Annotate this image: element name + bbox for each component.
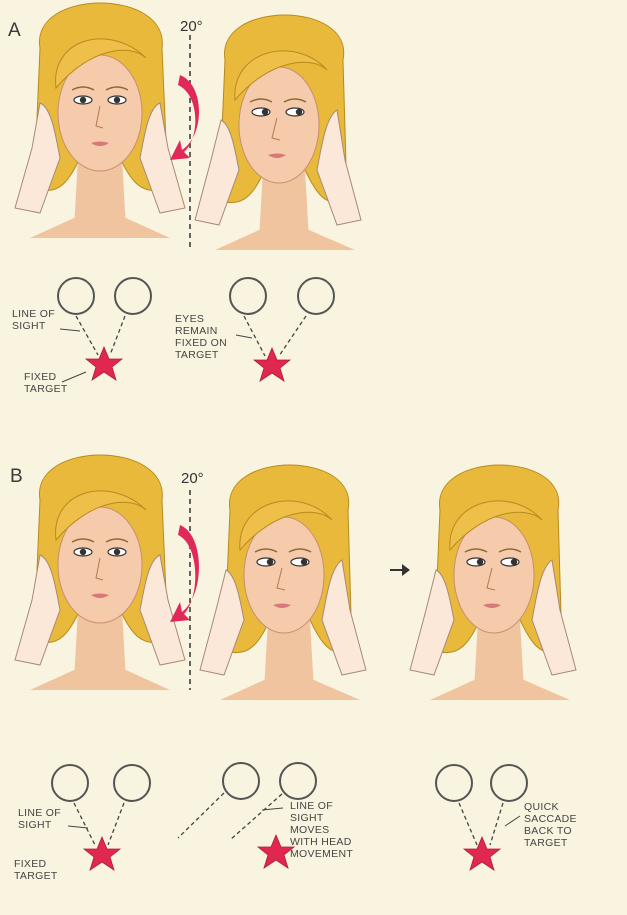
panel-a-letter: A xyxy=(8,20,21,42)
panel-a-eye-diagram-right xyxy=(230,278,334,381)
panel-b-transition-arrow xyxy=(390,564,410,576)
panel-b-eye-diagram-left xyxy=(52,765,150,870)
panel-a-face-front xyxy=(15,3,185,238)
panel-b-face-turned xyxy=(200,465,366,700)
panel-b-angle-label: 20° xyxy=(181,470,204,487)
panel-b-line-moves-label: LINE OF SIGHT MOVES WITH HEAD MOVEMENT xyxy=(290,800,353,860)
panel-b-letter: B xyxy=(10,466,23,488)
panel-a-face-turned xyxy=(195,15,361,250)
panel-a-eye-diagram-left xyxy=(58,278,151,382)
panel-b-face-saccade xyxy=(410,465,576,700)
panel-b-line-of-sight-label: LINE OF SIGHT xyxy=(18,807,61,831)
panel-b-eye-diagram-right xyxy=(436,765,527,870)
panel-b-face-front xyxy=(15,455,185,690)
panel-a-eyes-remain-label: EYES REMAIN FIXED ON TARGET xyxy=(175,313,227,361)
panel-b-quick-saccade-label: QUICK SACCADE BACK TO TARGET xyxy=(524,801,577,849)
panel-b-fixed-target-label: FIXED TARGET xyxy=(14,858,58,882)
panel-a-fixed-target-label: FIXED TARGET xyxy=(24,371,68,395)
panel-a-line-of-sight-label: LINE OF SIGHT xyxy=(12,308,55,332)
panel-b-rotation-arrow xyxy=(170,525,199,622)
panel-a-rotation-arrow xyxy=(170,75,199,160)
panel-a-angle-label: 20° xyxy=(180,18,203,35)
